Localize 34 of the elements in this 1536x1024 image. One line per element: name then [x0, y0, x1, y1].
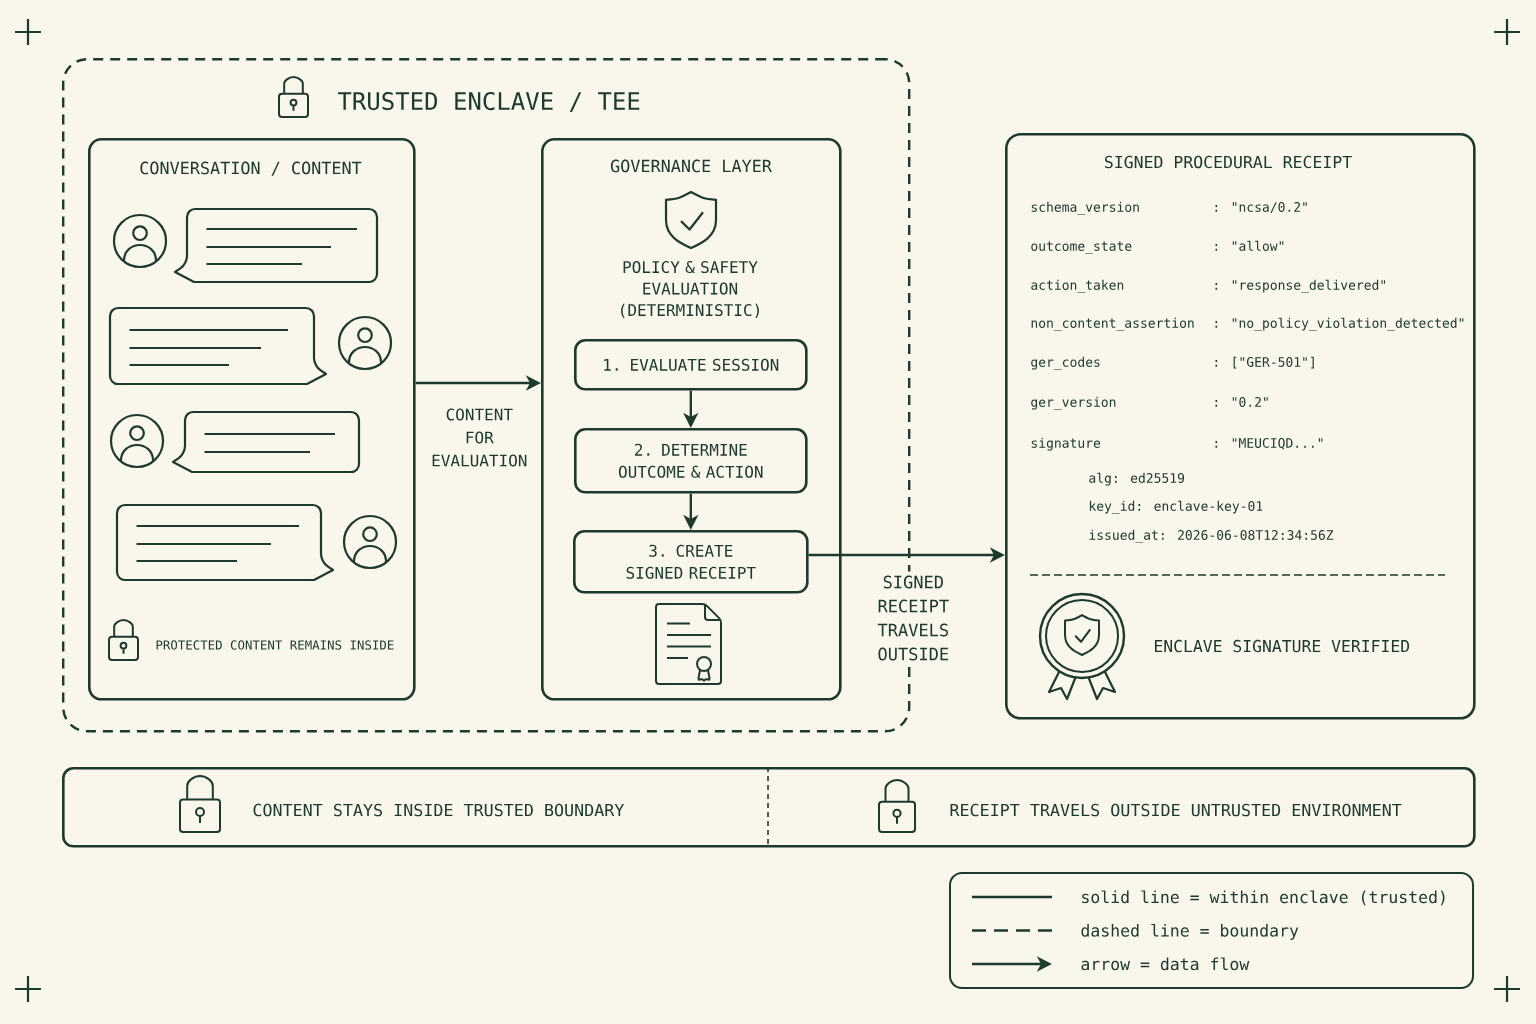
field-value: issued_at: 2026-06-08T12:34:56Z — [1089, 529, 1334, 543]
field-name: ger_version — [1031, 396, 1116, 410]
step-box: 1. EVALUATE SESSION — [574, 339, 808, 391]
edge-label: CONTENT FOR EVALUATION — [424, 404, 534, 471]
panel-heading: CONVERSATION / CONTENT — [140, 161, 362, 176]
field-name: outcome_state — [1031, 241, 1132, 254]
receipt-heading: SIGNED PROCEDURAL RECEIPT — [1104, 155, 1352, 169]
status-text: ENCLAVE SIGNATURE VERIFIED — [1155, 639, 1410, 653]
legend-text: solid line = within enclave (trusted) — [1082, 890, 1445, 906]
field-value: key_id: enclave-key-01 — [1089, 500, 1263, 514]
field-value: : "no_policy_violation_detected" — [1215, 317, 1464, 331]
panel-heading: GOVERNANCE LAYER — [610, 159, 772, 173]
field-name: schema_version — [1031, 201, 1139, 215]
field-value: : "allow" — [1215, 240, 1284, 251]
description-text: POLICY & SAFETY EVALUATION (DETERMINISTIC) — [621, 261, 759, 318]
note-text: PROTECTED CONTENT REMAINS INSIDE — [156, 640, 394, 650]
field-name: signature — [1031, 437, 1101, 451]
edge-label: SIGNED RECEIPT TRAVELS OUTSIDE — [864, 571, 963, 665]
field-value: alg: ed25519 — [1089, 472, 1185, 486]
banner-text: CONTENT STAYS INSIDE TRUSTED BOUNDARY — [253, 803, 625, 817]
legend-text: dashed line = boundary — [1081, 923, 1299, 940]
enclave-title: TRUSTED ENCLAVE / TEE — [337, 92, 640, 113]
field-name: non_content_assertion — [1031, 317, 1194, 331]
field-name: ger_codes — [1031, 356, 1100, 370]
field-value: : "ncsa/0.2" — [1215, 202, 1307, 213]
banner-text: RECEIPT TRAVELS OUTSIDE UNTRUSTED ENVIRONMENT — [950, 803, 1402, 817]
field-value: : "MEUCIQD..." — [1215, 438, 1323, 450]
field-value: : ["GER-501"] — [1215, 356, 1314, 369]
field-value: : "0.2" — [1215, 397, 1268, 407]
field-name: action_taken — [1031, 279, 1124, 293]
step-box: 2. DETERMINE OUTCOME & ACTION — [574, 428, 808, 494]
legend-text: arrow = data flow — [1081, 957, 1250, 971]
step-box: 3. CREATE SIGNED RECEIPT — [573, 530, 809, 594]
field-value: : "response_delivered" — [1215, 279, 1386, 293]
